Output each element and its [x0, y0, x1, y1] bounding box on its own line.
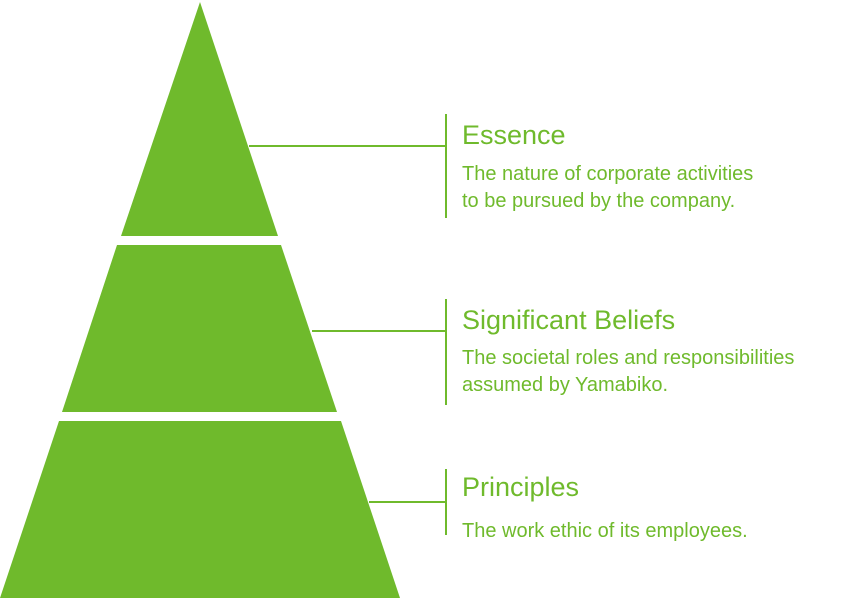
tier-title-principles: Principles — [462, 472, 579, 502]
tier-description-significant-beliefs-line-1: The societal roles and responsibilities — [462, 347, 794, 369]
tier-title-significant-beliefs: Significant Beliefs — [462, 305, 675, 335]
pyramid-tier-essence — [121, 2, 278, 236]
pyramid-tier-significant-beliefs — [62, 245, 337, 412]
tier-title-essence: Essence — [462, 120, 566, 150]
connector-essence — [249, 114, 447, 218]
tier-description-principles-line-1: The work ethic of its employees. — [462, 520, 748, 542]
tier-description-essence-line-2: to be pursued by the company. — [462, 190, 735, 212]
pyramid-tier-principles — [0, 421, 400, 598]
connector-principles — [369, 469, 447, 535]
connector-significant-beliefs — [312, 299, 447, 405]
tier-description-significant-beliefs-line-2: assumed by Yamabiko. — [462, 374, 668, 396]
tier-description-essence-line-1: The nature of corporate activities — [462, 163, 753, 185]
